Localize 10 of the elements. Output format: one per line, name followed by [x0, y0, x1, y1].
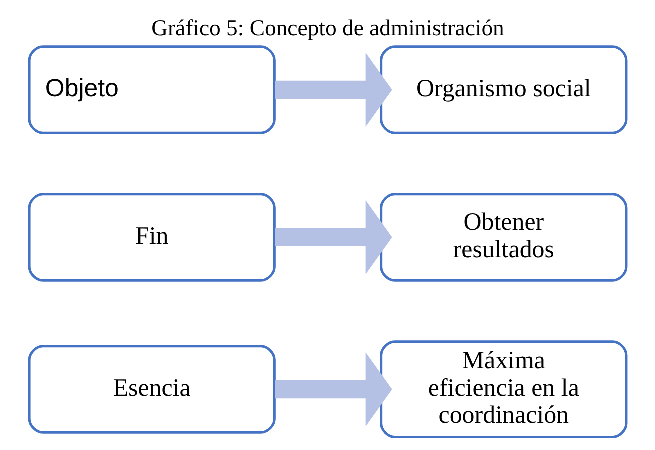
arrow [274, 200, 392, 275]
arrow [274, 52, 392, 128]
diagram-title: Gráfico 5: Concepto de administración [151, 15, 504, 40]
node-box: Objeto [28, 46, 276, 134]
arrow [274, 352, 392, 427]
node-box: Organismo social [380, 46, 628, 134]
node-box: Obtener resultados [380, 193, 628, 282]
node-box: Máxima eficiencia en la coordinación [380, 340, 628, 438]
node-box: Esencia [28, 345, 276, 434]
node-box: Fin [28, 193, 276, 282]
